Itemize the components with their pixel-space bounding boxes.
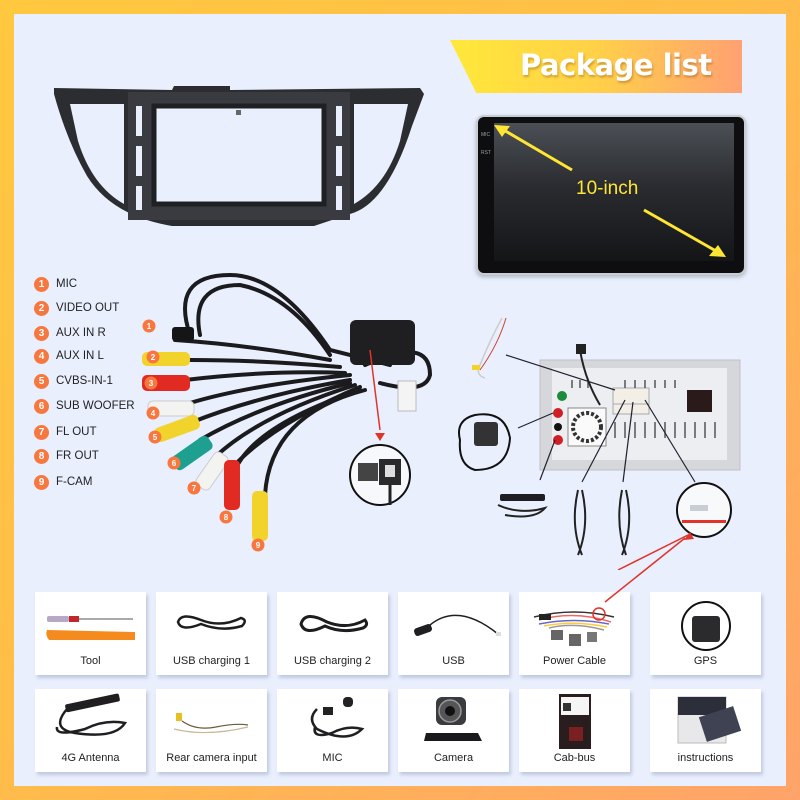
screen-size-label: 10-inch xyxy=(576,178,639,199)
tool-icon xyxy=(46,616,136,640)
legend-label: FR OUT xyxy=(56,450,99,462)
number-badge: 3 xyxy=(34,325,49,341)
svg-text:6: 6 xyxy=(172,459,177,468)
accessory-card-usb-charging-1: USB charging 1 xyxy=(156,592,267,675)
page-title: Package list xyxy=(520,48,712,82)
svg-text:9: 9 xyxy=(256,541,261,550)
number-badge: 7 xyxy=(34,424,49,440)
rst-label: RST xyxy=(481,150,491,156)
svg-text:7: 7 xyxy=(192,484,197,493)
legend-item: 5 CVBS-IN-1 xyxy=(34,372,113,390)
accessory-card-tool: Tool xyxy=(35,592,146,675)
legend-item: 3 AUX IN R xyxy=(34,324,106,342)
accessory-card-usb: USB xyxy=(398,592,509,675)
accessory-label: USB xyxy=(442,655,465,667)
microphone-icon xyxy=(310,697,365,738)
4g-antenna-icon xyxy=(55,693,128,736)
camera-icon xyxy=(424,697,482,741)
legend-item: 4 AUX IN L xyxy=(34,347,104,365)
accessory-card-instructions: instructions xyxy=(650,689,761,772)
accessory-label: MIC xyxy=(322,752,343,764)
legend-item: 1 MIC xyxy=(34,275,77,293)
legend-label: MIC xyxy=(56,278,78,290)
svg-text:4: 4 xyxy=(151,409,156,418)
svg-text:2: 2 xyxy=(151,353,156,362)
accessory-label: 4G Antenna xyxy=(61,752,120,764)
accessory-label: Tool xyxy=(80,655,101,667)
legend-item: 2 VIDEO OUT xyxy=(34,299,119,317)
legend-label: FL OUT xyxy=(56,426,97,438)
accessory-label: instructions xyxy=(677,752,734,764)
accessory-label: Camera xyxy=(433,752,474,764)
red-arrow-icon xyxy=(604,537,686,603)
accessory-label: GPS xyxy=(693,655,718,667)
number-badge: 6 xyxy=(34,398,49,414)
legend-label: SUB WOOFER xyxy=(56,400,135,412)
accessory-card-4g-antenna: 4G Antenna xyxy=(35,689,146,772)
head-unit-back-image xyxy=(458,317,741,570)
accessory-card-cab-bus: Cab-bus xyxy=(519,689,630,772)
accessory-card-power-cable: Power Cable xyxy=(519,592,630,675)
gps-antenna-icon xyxy=(681,601,731,651)
accessory-label: Rear camera input xyxy=(166,752,257,764)
svg-text:1: 1 xyxy=(147,322,152,331)
legend-label: VIDEO OUT xyxy=(56,302,120,314)
accessory-card-usb-charging-2: USB charging 2 xyxy=(277,592,388,675)
rca-cable-icon xyxy=(173,713,249,734)
power-harness-icon xyxy=(533,607,615,646)
legend-label: CVBS-IN-1 xyxy=(56,375,113,387)
accessory-label: USB charging 1 xyxy=(172,655,251,667)
legend-item: 7 FL OUT xyxy=(34,423,96,441)
accessory-card-camera: Camera xyxy=(398,689,509,772)
title-banner xyxy=(450,40,742,93)
number-badge: 2 xyxy=(34,300,49,316)
legend-label: AUX IN L xyxy=(56,350,104,362)
accessory-label: Power Cable xyxy=(543,655,606,667)
canbus-box-icon xyxy=(559,694,591,749)
svg-text:3: 3 xyxy=(149,379,154,388)
legend-label: AUX IN R xyxy=(56,327,106,339)
legend-item: 8 FR OUT xyxy=(34,447,99,465)
rca-harness-image: 1 2 3 4 5 6 7 8 9 xyxy=(142,272,433,552)
svg-text:8: 8 xyxy=(224,513,229,522)
number-badge: 4 xyxy=(34,348,49,364)
accessory-card-mic: MIC xyxy=(277,689,388,772)
legend-label: F-CAM xyxy=(56,476,93,488)
cable-icon xyxy=(176,615,246,630)
accessory-card-rear-camera-input: Rear camera input xyxy=(156,689,267,772)
mic-label: MIC xyxy=(481,132,491,138)
number-badge: 9 xyxy=(34,474,49,490)
accessory-label: Cab-bus xyxy=(553,752,596,764)
cable-icon xyxy=(299,615,369,633)
number-badge: 8 xyxy=(34,448,49,464)
legend-item: 6 SUB WOOFER xyxy=(34,397,135,415)
manual-icon xyxy=(677,696,742,744)
dash-frame-image xyxy=(54,86,424,226)
accessory-card-gps: GPS xyxy=(650,592,761,675)
legend-item: 9 F-CAM xyxy=(34,473,92,491)
svg-text:5: 5 xyxy=(153,433,158,442)
diagonal-arrow-icon xyxy=(494,125,726,257)
number-badge: 1 xyxy=(34,276,49,292)
usb-cable-icon xyxy=(414,614,501,636)
number-badge: 5 xyxy=(34,373,49,389)
accessory-label: USB charging 2 xyxy=(293,655,372,667)
